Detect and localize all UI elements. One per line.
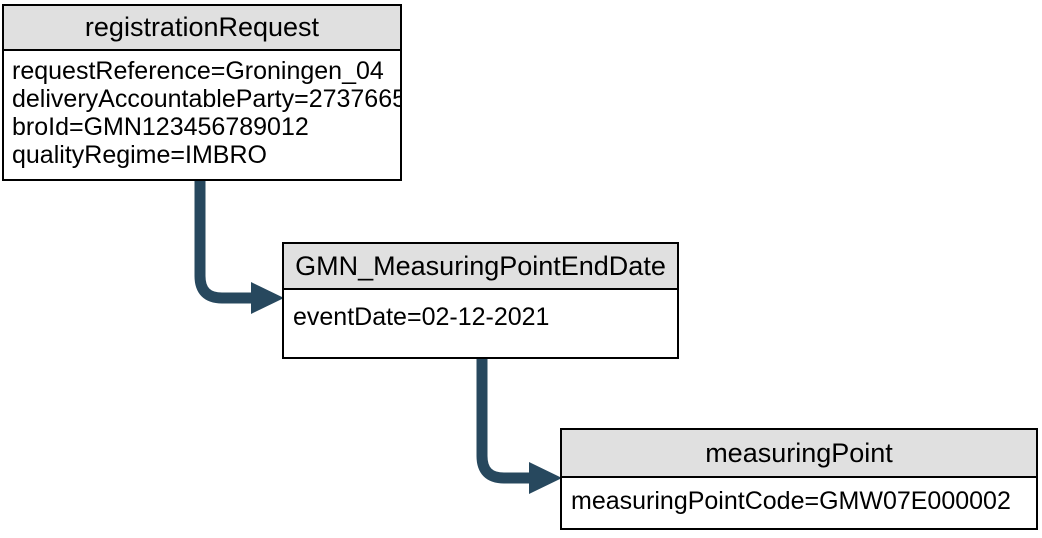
node-registration-request-title: registrationRequest [4,6,400,51]
attribute-quality-regime: qualityRegime=IMBRO [12,141,267,169]
node-gmn-measuring-point-end-date-attributes: eventDate=02-12-2021 [284,290,677,331]
attribute-measuring-point-code: measuringPointCode=GMW07E000002 [571,487,1011,515]
node-measuring-point-title: measuringPoint [562,430,1036,478]
attribute-bro-id: broId=GMN123456789012 [12,113,309,141]
node-measuring-point-attributes: measuringPointCode=GMW07E000002 [562,478,1036,515]
attribute-delivery-accountable-party: deliveryAccountableParty=27376655 [12,85,400,113]
attribute-event-date: eventDate=02-12-2021 [293,303,550,331]
arrowhead-registrationRequest-to-endDate [251,282,284,314]
node-registration-request: registrationRequest requestReference=Gro… [2,4,402,181]
node-measuring-point: measuringPoint measuringPointCode=GMW07E… [560,428,1038,530]
attribute-request-reference: requestReference=Groningen_04 [12,57,384,85]
edge-endDate-to-measuringPoint [476,358,530,484]
node-gmn-measuring-point-end-date: GMN_MeasuringPointEndDate eventDate=02-1… [282,242,679,359]
node-registration-request-attributes: requestReference=Groningen_04 deliveryAc… [4,51,400,169]
node-gmn-measuring-point-end-date-title: GMN_MeasuringPointEndDate [284,244,677,290]
edge-registrationRequest-to-endDate [194,180,252,304]
arrowhead-endDate-to-measuringPoint [529,462,562,494]
